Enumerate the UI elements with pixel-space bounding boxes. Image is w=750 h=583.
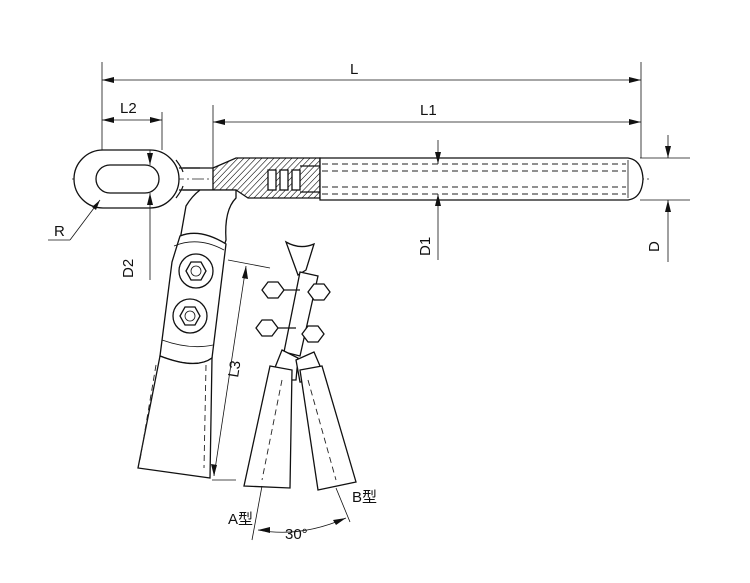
hatch-line — [311, 158, 320, 198]
hatch-line — [213, 158, 247, 198]
hatch-line — [257, 158, 301, 198]
dim-D — [640, 135, 690, 262]
dim-L-label: L — [350, 61, 358, 78]
terminal-plate — [159, 232, 227, 365]
hatch-line — [239, 158, 283, 198]
compression-tube — [319, 157, 644, 201]
dim-D1-label: D1 — [417, 237, 434, 256]
dim-L3-label: L3 — [225, 359, 244, 378]
bolt-upper — [178, 253, 214, 289]
b-bolt-lower-right — [301, 325, 325, 343]
dim-D2 — [147, 150, 153, 280]
hatch-line — [269, 158, 313, 198]
b-bolt-lower-left — [255, 319, 296, 337]
b-bolt-upper-left — [261, 281, 300, 299]
a-type-lug — [137, 355, 213, 479]
hatch-line — [213, 158, 241, 198]
hatch-line — [245, 158, 289, 198]
dim-R-label: R — [54, 223, 65, 240]
type-b-label: B型 — [352, 489, 377, 506]
dim-D-label: D — [646, 241, 663, 252]
hatch-line — [213, 158, 235, 198]
dim-L2-label: L2 — [120, 100, 137, 117]
eye-ring — [73, 149, 200, 209]
hatch-line — [233, 158, 277, 198]
hatch-line — [287, 158, 320, 198]
b-type-clamp — [243, 240, 357, 491]
hatch-line — [281, 158, 320, 198]
sleeve-section — [212, 157, 321, 199]
type-a-label: A型 — [228, 511, 253, 528]
angle-label: 30° — [285, 526, 308, 543]
hatch-line — [305, 158, 320, 198]
hatch-line — [293, 158, 320, 198]
dim-L1 — [212, 105, 641, 168]
dim-R — [48, 199, 101, 241]
hatch-line — [299, 158, 320, 198]
dim-L1-label: L1 — [420, 102, 437, 119]
dim-L3 — [211, 259, 271, 481]
bolt-lower — [172, 298, 208, 334]
dim-L — [101, 62, 642, 158]
dim-D2-label: D2 — [120, 259, 137, 278]
dim-D1 — [435, 140, 441, 260]
angle-30 — [251, 485, 351, 541]
dim-L2 — [102, 112, 163, 150]
b-bolt-upper-right — [307, 283, 331, 301]
